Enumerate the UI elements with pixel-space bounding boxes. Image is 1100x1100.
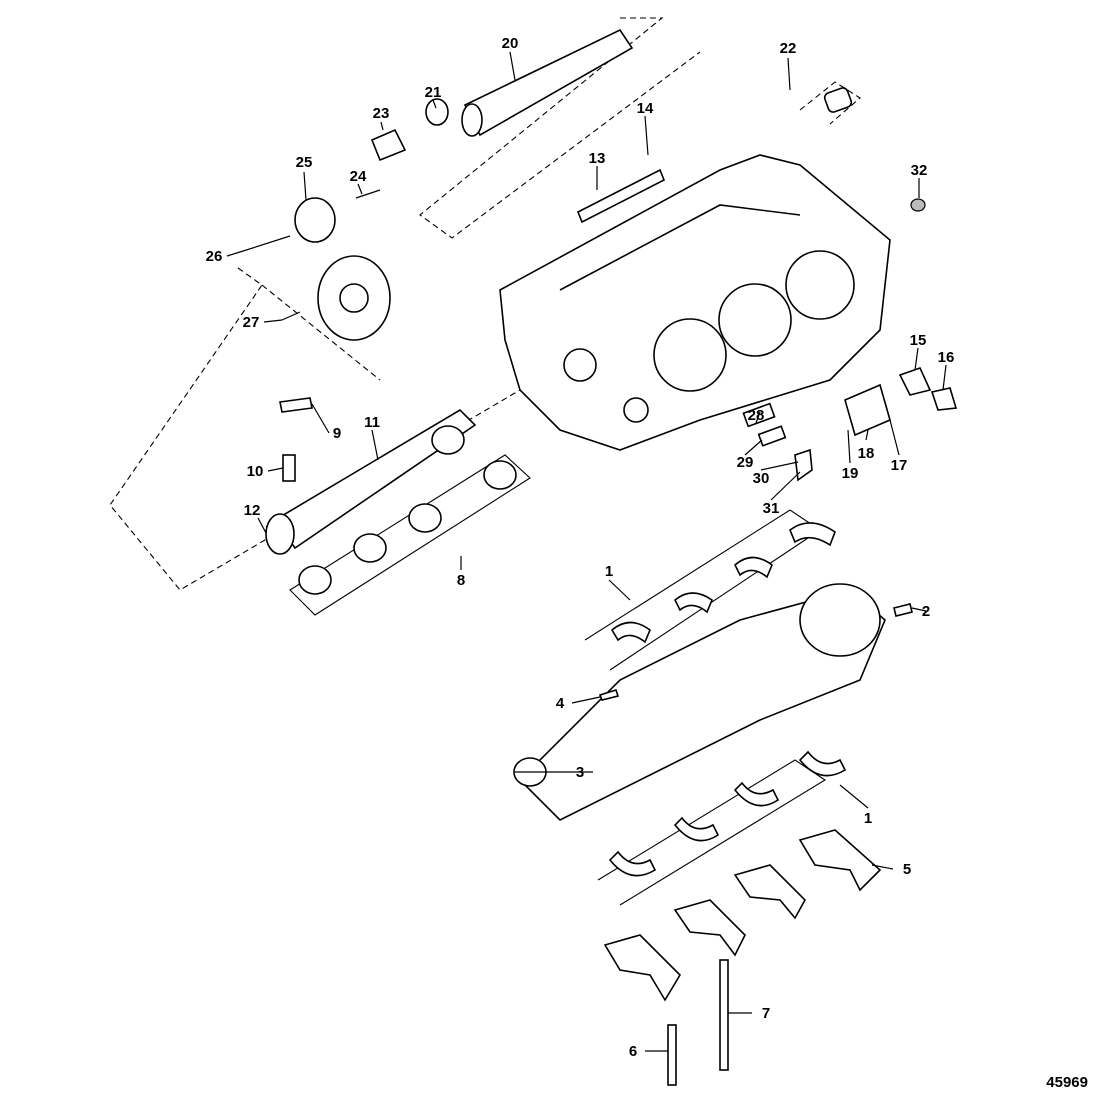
callout-24: 24	[350, 168, 367, 185]
callout-28: 28	[748, 407, 765, 424]
callout-13: 13	[589, 150, 606, 167]
callout-29: 29	[737, 454, 754, 471]
callout-5: 5	[903, 861, 911, 878]
callout-20: 20	[502, 35, 519, 52]
callout-17: 17	[891, 457, 908, 474]
callout-14: 14	[637, 100, 654, 117]
callout-1-lower: 1	[864, 810, 872, 827]
callout-15: 15	[910, 332, 927, 349]
callout-6: 6	[629, 1043, 637, 1060]
callout-30: 30	[753, 470, 770, 487]
callout-27: 27	[243, 314, 260, 331]
parts	[239, 28, 958, 1086]
callout-4: 4	[556, 695, 565, 712]
figure-number: 45969	[1046, 1074, 1088, 1091]
callout-22: 22	[780, 40, 797, 57]
engine-block	[499, 154, 891, 451]
callout-3: 3	[576, 764, 584, 781]
callout-23: 23	[373, 105, 390, 122]
dashed-guides	[109, 17, 861, 591]
callout-21: 21	[425, 84, 442, 101]
callout-2: 2	[922, 603, 930, 620]
callout-32: 32	[911, 162, 928, 179]
leader-lines	[226, 51, 947, 1052]
callout-26: 26	[206, 248, 223, 265]
callout-11: 11	[364, 414, 380, 431]
callout-19: 19	[842, 465, 859, 482]
callout-16: 16	[938, 349, 955, 366]
callout-31: 31	[763, 500, 780, 517]
callout-25: 25	[296, 154, 313, 171]
callout-labels: 20 22 21 23 14 13 32 25 24 26 27 15 16 9…	[206, 35, 1088, 1091]
callout-9: 9	[333, 425, 341, 442]
callout-12: 12	[244, 502, 261, 519]
callout-10: 10	[247, 463, 264, 480]
callout-7: 7	[762, 1005, 770, 1022]
callout-1-upper: 1	[605, 563, 613, 580]
callout-8: 8	[457, 572, 465, 589]
callout-18: 18	[858, 445, 875, 462]
